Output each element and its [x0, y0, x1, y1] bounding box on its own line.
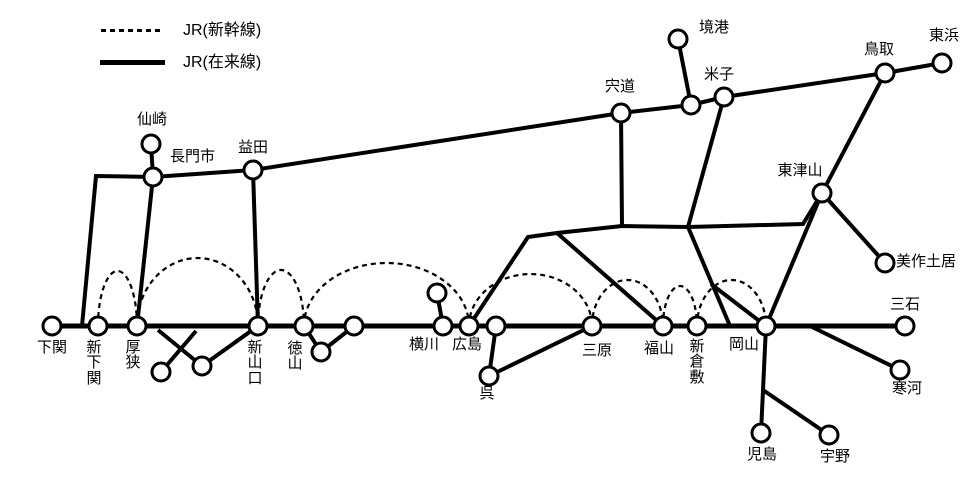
station-circle-uno	[818, 424, 840, 446]
station-circle-shimonoseki	[41, 315, 63, 337]
station-circle-shin-kurashiki	[686, 315, 708, 337]
rail-line-uno-kojima	[759, 325, 768, 434]
rail-line-inbi-line	[820, 72, 887, 194]
shinkansen-arc-1	[96, 269, 139, 327]
rail-line-sanin-west	[80, 173, 154, 327]
station-label-shin-shimonoseki: 新下関	[86, 339, 102, 387]
shinkansen-arc-2	[135, 256, 260, 327]
station-label-higashi-tsuyama: 東津山	[777, 162, 823, 179]
station-circle-kojima	[750, 422, 772, 444]
station-label-fukuyama: 福山	[643, 340, 675, 357]
station-circle-shinji	[610, 102, 632, 124]
station-label-sakaiminato: 境港	[698, 19, 730, 36]
station-circle-shin-yamaguchi	[247, 315, 269, 337]
rail-line-mine-line	[135, 176, 155, 327]
rail-line-kisuki-line	[619, 112, 624, 227]
station-label-kojima: 児島	[746, 446, 778, 463]
rail-line-nagato-masuda	[152, 168, 254, 179]
rail-line-yamaguchi-line	[251, 169, 260, 327]
station-label-masuda: 益田	[237, 139, 269, 156]
station-circle-higashihama	[931, 52, 953, 74]
station-circle-okayama	[755, 315, 777, 337]
station-circle-yonago	[680, 94, 702, 116]
station-label-senzaki: 仙崎	[136, 111, 168, 128]
station-circle-shin-shimonoseki	[87, 315, 109, 337]
station-circle-unnamed-3	[310, 341, 332, 363]
station-label-uno: 宇野	[819, 448, 851, 465]
rail-line-kishin-west	[687, 191, 824, 229]
station-circle-asa	[126, 315, 148, 337]
station-label-hiroshima: 広島	[451, 336, 483, 353]
rail-line-kishin-east	[820, 191, 887, 265]
station-circle-unnamed-6	[485, 315, 507, 337]
station-label-yokogawa: 横川	[408, 336, 440, 353]
shinkansen-arc-3	[256, 268, 306, 327]
station-circle-hiroshima	[458, 315, 480, 337]
station-label-shin-kurashiki: 新倉敷	[689, 338, 705, 386]
legend-zairaisen-solid-line-sample	[100, 60, 165, 65]
station-label-kure: 呉	[479, 385, 495, 402]
rail-line-ako-line	[809, 324, 901, 372]
station-label-tottori: 鳥取	[863, 41, 895, 58]
station-circle-unnamed-4	[343, 315, 365, 337]
shinkansen-arc-6	[590, 278, 665, 327]
station-label-nagatoshi: 長門市	[170, 148, 216, 165]
station-label-tokuyama: 徳山	[287, 340, 303, 373]
rail-line-geibi-corridor	[467, 223, 689, 328]
station-circle-higashi-tsuyama	[811, 182, 833, 204]
station-circle-unnamed-7	[713, 86, 735, 108]
station-circle-mihara	[581, 315, 603, 337]
station-label-shin-yamaguchi: 新山口	[247, 339, 263, 387]
rail-line-uno-branch	[761, 388, 831, 437]
station-circle-unnamed-2	[150, 361, 172, 383]
station-circle-sakaiminato	[667, 28, 689, 50]
station-circle-unnamed-5	[426, 282, 448, 304]
station-label-mimasaka-doi: 美作土居	[896, 253, 957, 270]
station-label-shimonoseki: 下関	[36, 339, 68, 356]
rail-line-sakai-line	[676, 38, 693, 106]
station-circle-yokogawa	[432, 315, 454, 337]
station-label-okayama: 岡山	[728, 336, 760, 353]
station-circle-kure	[478, 365, 500, 387]
station-label-mihara: 三原	[581, 342, 613, 359]
station-label-sogo: 寒河	[891, 380, 923, 397]
legend-label-shinkansen: JR(新幹線)	[183, 22, 262, 39]
rail-line-masuda-shinji	[252, 111, 622, 172]
rail-line-tsuyama-line	[764, 192, 824, 327]
station-circle-nagatoshi	[142, 166, 164, 188]
station-circle-masuda	[242, 159, 264, 181]
legend-shinkansen-dashed-line-sample	[101, 29, 163, 32]
station-circle-sogo	[889, 359, 911, 381]
rail-line-kibi-line	[709, 282, 768, 328]
station-label-higashihama: 東浜	[928, 27, 960, 44]
legend-label-zairaisen: JR(在来線)	[183, 54, 262, 71]
rail-line-kure-line	[486, 324, 593, 380]
rail-line-hakubi-south	[686, 226, 732, 327]
rail-line-ube-branch-b	[200, 324, 260, 368]
rail-line-fukuen-line	[555, 231, 665, 328]
station-circle-mitsuishi	[894, 315, 916, 337]
shinkansen-arc-5	[467, 272, 594, 327]
station-circle-tokuyama	[293, 315, 315, 337]
station-label-asa: 厚狭	[125, 339, 141, 372]
station-label-yonago: 米子	[703, 66, 735, 83]
station-label-shinji: 宍道	[604, 78, 636, 95]
shinkansen-arc-8	[695, 278, 768, 327]
shinkansen-arc-7	[661, 284, 699, 327]
station-circle-senzaki	[140, 133, 162, 155]
rail-line-hakubi-north	[686, 96, 726, 228]
station-circle-mimasaka-doi	[874, 252, 896, 274]
station-circle-fukuyama	[652, 315, 674, 337]
station-circle-unnamed-1	[191, 355, 213, 377]
station-circle-tottori	[874, 62, 896, 84]
shinkansen-arc-4	[302, 261, 471, 327]
station-label-mitsuishi: 三石	[889, 296, 921, 313]
